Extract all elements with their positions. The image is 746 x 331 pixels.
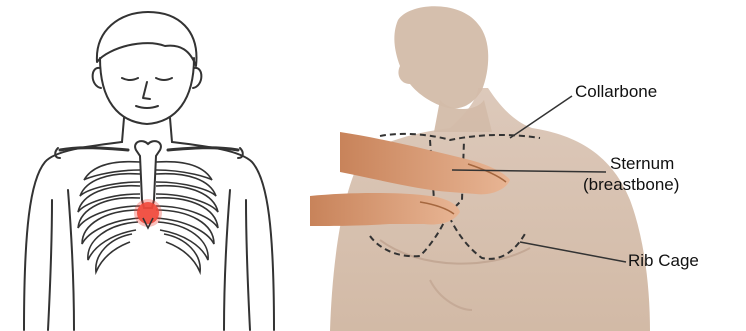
hand-placement-svg — [300, 0, 746, 331]
collarbone-label: Collarbone — [575, 82, 657, 101]
body-outline-svg — [0, 0, 300, 331]
rib-cage-label: Rib Cage — [628, 251, 699, 270]
rib-cage-right — [156, 162, 218, 272]
sternum-label: Sternum — [610, 154, 674, 173]
body-outline-illustration — [0, 0, 300, 331]
rib-cage-left — [78, 162, 140, 272]
breastbone-label: (breastbone) — [583, 175, 679, 194]
hand-placement-illustration — [300, 0, 746, 331]
